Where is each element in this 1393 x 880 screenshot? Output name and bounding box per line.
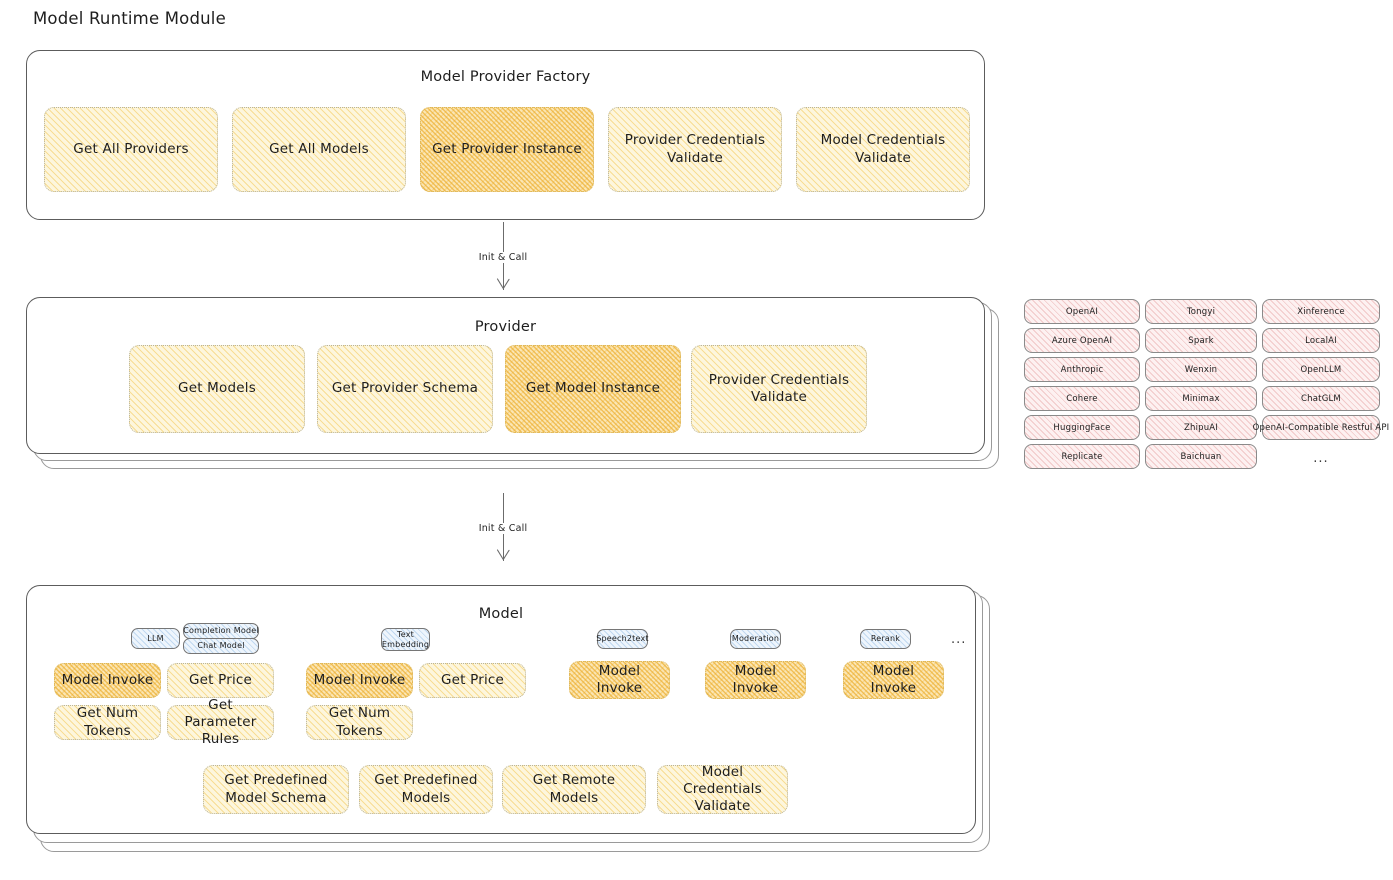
factory-method-model-credentials-validate[interactable]: Model Credentials Validate (796, 107, 970, 192)
arrow-provider-to-model-head (496, 549, 510, 561)
provider-pill-cohere[interactable]: Cohere (1024, 386, 1140, 411)
provider-list-ellipsis: ... (1313, 451, 1329, 466)
rerank-method-model-invoke[interactable]: Model Invoke (843, 661, 944, 699)
provider-method-provider-credentials-validate[interactable]: Provider Credentials Validate (691, 345, 867, 433)
provider-pill-zhipuai[interactable]: ZhipuAI (1145, 415, 1257, 440)
arrow-factory-to-provider-label: Init & Call (475, 252, 531, 263)
provider-pill-anthropic[interactable]: Anthropic (1024, 357, 1140, 382)
page-title: Model Runtime Module (33, 9, 226, 28)
model-type-chip-rerank[interactable]: Rerank (860, 629, 911, 649)
factory-method-provider-credentials-validate[interactable]: Provider Credentials Validate (608, 107, 782, 192)
speech2text-method-model-invoke[interactable]: Model Invoke (569, 661, 670, 699)
provider-pill-minimax[interactable]: Minimax (1145, 386, 1257, 411)
provider-pill-replicate[interactable]: Replicate (1024, 444, 1140, 469)
factory-method-get-all-providers[interactable]: Get All Providers (44, 107, 218, 192)
arrow-provider-to-model-label: Init & Call (475, 523, 531, 534)
text-embedding-method-get-price[interactable]: Get Price (419, 663, 526, 698)
arrow-factory-to-provider-head (496, 278, 510, 290)
text-embedding-method-model-invoke[interactable]: Model Invoke (306, 663, 413, 698)
provider-pill-azure-openai[interactable]: Azure OpenAI (1024, 328, 1140, 353)
model-subtype-chip-completion-model[interactable]: Completion Model (183, 623, 259, 639)
text-embedding-method-get-num-tokens[interactable]: Get Num Tokens (306, 705, 413, 740)
llm-method-get-num-tokens[interactable]: Get Num Tokens (54, 705, 161, 740)
provider-pill-openai[interactable]: OpenAI (1024, 299, 1140, 324)
provider-method-get-model-instance[interactable]: Get Model Instance (505, 345, 681, 433)
model-type-chip-speech2text[interactable]: Speech2text (596, 629, 649, 649)
provider-pill-huggingface[interactable]: HuggingFace (1024, 415, 1140, 440)
provider-pill-openllm[interactable]: OpenLLM (1262, 357, 1380, 382)
provider-pill-wenxin[interactable]: Wenxin (1145, 357, 1257, 382)
provider-method-get-models[interactable]: Get Models (129, 345, 305, 433)
llm-method-get-parameter-rules[interactable]: Get Parameter Rules (167, 697, 274, 747)
model-common-get-remote-models[interactable]: Get Remote Models (502, 765, 646, 814)
model-type-chip-text-embedding[interactable]: Text Embedding (381, 628, 430, 651)
provider-pill-xinference[interactable]: Xinference (1262, 299, 1380, 324)
model-common-get-predefined-models[interactable]: Get Predefined Models (359, 765, 493, 814)
model-groups-ellipsis: ... (951, 632, 967, 647)
provider-pill-localai[interactable]: LocalAI (1262, 328, 1380, 353)
model-type-chip-moderation[interactable]: Moderation (730, 629, 781, 649)
provider-pill-spark[interactable]: Spark (1145, 328, 1257, 353)
model-common-get-predefined-model-schema[interactable]: Get Predefined Model Schema (203, 765, 349, 814)
model-type-chip-llm[interactable]: LLM (131, 628, 180, 649)
provider-method-get-provider-schema[interactable]: Get Provider Schema (317, 345, 493, 433)
provider-title: Provider (474, 319, 537, 335)
llm-method-model-invoke[interactable]: Model Invoke (54, 663, 161, 698)
moderation-method-model-invoke[interactable]: Model Invoke (705, 661, 806, 699)
model-subtype-chip-chat-model[interactable]: Chat Model (183, 638, 259, 654)
provider-pill-baichuan[interactable]: Baichuan (1145, 444, 1257, 469)
model-provider-factory-title: Model Provider Factory (420, 69, 591, 85)
provider-list: OpenAI Azure OpenAI Anthropic Cohere Hug… (1024, 299, 1389, 474)
model-title: Model (478, 606, 524, 622)
provider-pill-tongyi[interactable]: Tongyi (1145, 299, 1257, 324)
model-common-model-credentials-validate[interactable]: Model Credentials Validate (657, 764, 788, 814)
factory-method-get-provider-instance[interactable]: Get Provider Instance (420, 107, 594, 192)
llm-method-get-price[interactable]: Get Price (167, 663, 274, 698)
factory-method-get-all-models[interactable]: Get All Models (232, 107, 406, 192)
provider-pill-openai-compatible-restful-api[interactable]: OpenAI-Compatible Restful API (1253, 415, 1389, 440)
provider-pill-chatglm[interactable]: ChatGLM (1262, 386, 1380, 411)
